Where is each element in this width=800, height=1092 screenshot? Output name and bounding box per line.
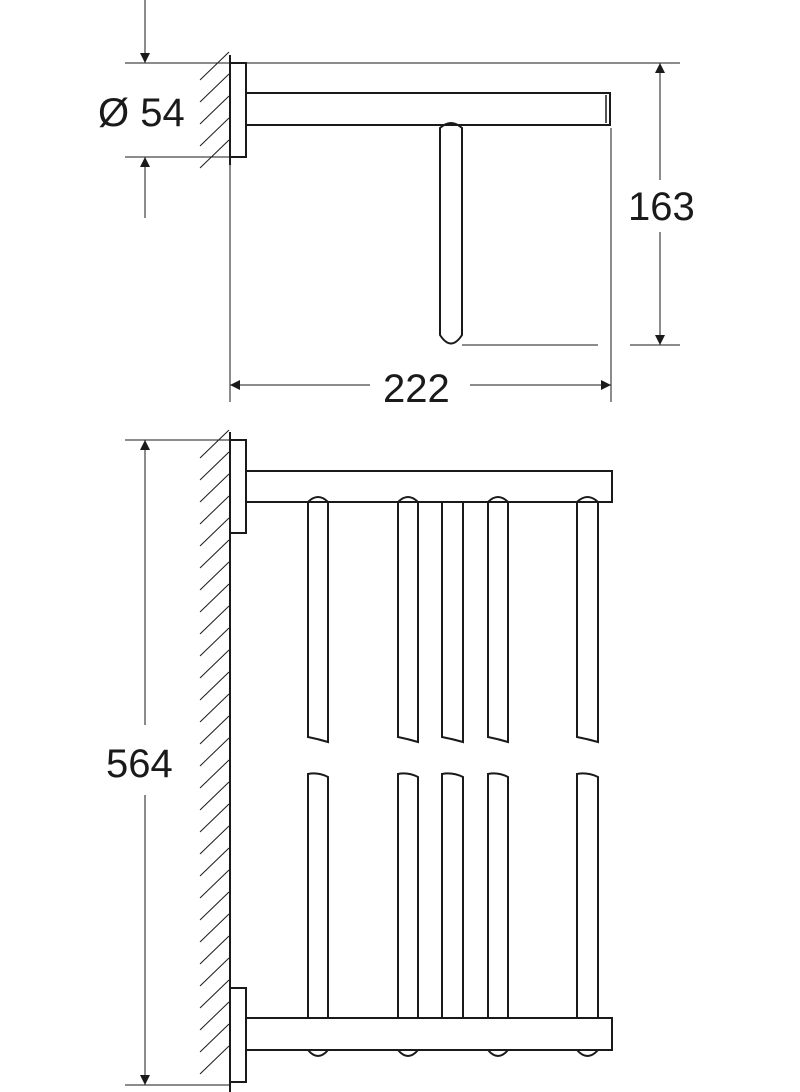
rod-lower-segment [307, 772, 329, 1018]
rod-upper-segment [576, 496, 599, 744]
rod-upper-segment [487, 496, 509, 744]
hanging-rods [307, 496, 599, 1057]
rod-bottom-cap [487, 1049, 509, 1057]
rod-lower-segment [441, 772, 464, 1018]
hatch-line [199, 891, 230, 921]
rod-bottom-cap [576, 1049, 599, 1057]
hatch-line [199, 759, 230, 789]
hanging-rod-top [439, 122, 463, 345]
hatch-line [199, 913, 230, 943]
hatch-line [199, 649, 230, 679]
rail-arm-top [246, 92, 611, 126]
depth-label: 163 [628, 185, 695, 229]
hatch-line [199, 561, 230, 591]
hatch-line [199, 583, 230, 613]
hatch-line [199, 1023, 230, 1053]
hatch-line [199, 495, 230, 525]
hatch-line [199, 935, 230, 965]
rod-lower-segment [397, 772, 419, 1018]
hatch-line [199, 803, 230, 833]
hatch-line [199, 781, 230, 811]
diameter-label: Ø 54 [98, 91, 185, 135]
hatch-line [199, 517, 230, 547]
hatch-line [199, 51, 230, 81]
wall-hatch-top [199, 51, 230, 169]
hatch-line [199, 869, 230, 899]
hatch-line [199, 957, 230, 987]
rod-upper-segment [397, 496, 419, 744]
wall-flange-top [229, 62, 247, 158]
wall-flange-upper [229, 439, 247, 534]
side-view: Ø 54 163 222 [98, 0, 695, 411]
hatch-line [199, 139, 230, 169]
hatch-line [199, 737, 230, 767]
hatch-line [199, 627, 230, 657]
hatch-line [199, 671, 230, 701]
hatch-line [199, 95, 230, 125]
hatch-line [199, 1045, 230, 1075]
rod-bottom-cap [397, 1049, 419, 1057]
wall-flange-lower [229, 987, 247, 1083]
hatch-line [199, 117, 230, 147]
front-view: 564 [106, 429, 613, 1092]
rod-lower-segment [487, 772, 509, 1018]
projection-label: 222 [383, 367, 450, 411]
hatch-line [199, 979, 230, 1009]
hatch-line [199, 693, 230, 723]
hatch-line [199, 473, 230, 503]
hatch-line [199, 715, 230, 745]
hatch-line [199, 539, 230, 569]
hatch-line [199, 73, 230, 103]
rod-upper-segment [307, 496, 329, 744]
hatch-line [199, 1001, 230, 1031]
hatch-line [199, 847, 230, 877]
rod-upper-segment [441, 501, 464, 744]
height-label: 564 [106, 742, 173, 786]
hatch-line [199, 825, 230, 855]
rail-bar-lower [246, 1017, 613, 1051]
rod-bottom-cap [307, 1049, 329, 1057]
rail-bar-upper [246, 470, 613, 503]
hatch-line [199, 605, 230, 635]
wall-hatch-front [199, 429, 230, 1075]
hatch-line [199, 451, 230, 481]
rod-lower-segment [576, 772, 599, 1018]
hatch-line [199, 429, 230, 459]
